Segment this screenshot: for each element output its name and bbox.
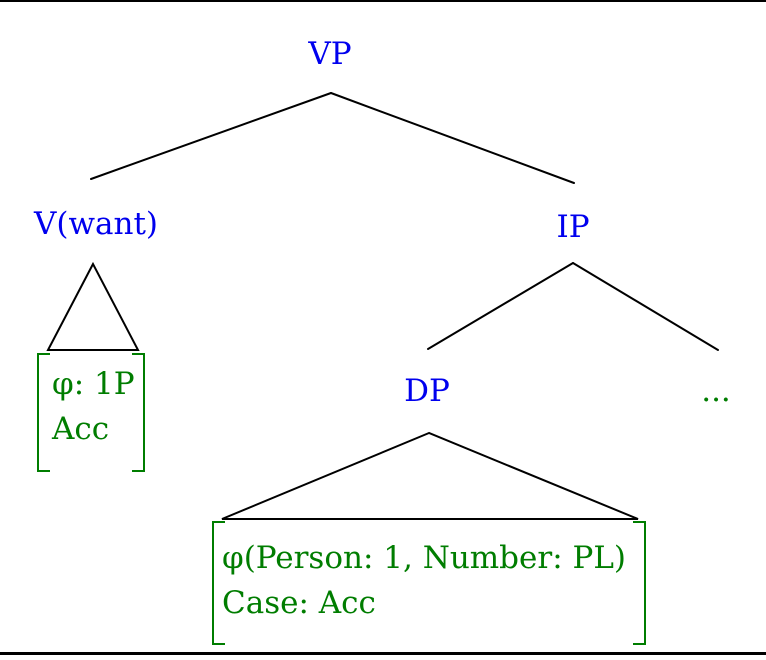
triangle-under-dp bbox=[221, 431, 639, 520]
triangle-under-v bbox=[46, 261, 140, 351]
feature-line-case: Acc bbox=[52, 411, 110, 447]
branch-ip-to-dp bbox=[427, 262, 574, 350]
node-ellipsis-label: ... bbox=[701, 373, 731, 409]
node-ip-label: IP bbox=[556, 209, 590, 245]
right-bracket bbox=[132, 353, 145, 472]
feature-line-case: Case: Acc bbox=[222, 585, 376, 621]
left-bracket bbox=[212, 521, 225, 645]
node-vp-label: VP bbox=[308, 36, 352, 72]
right-bracket bbox=[633, 521, 646, 645]
branch-ip-to-ellipsis bbox=[572, 262, 719, 351]
feature-line-phi: φ: 1P bbox=[52, 366, 135, 402]
branch-vp-to-ip bbox=[330, 92, 575, 184]
feature-box-dp: φ(Person: 1, Number: PL) Case: Acc bbox=[212, 521, 646, 645]
bottom-border-line bbox=[0, 652, 766, 655]
left-bracket bbox=[37, 353, 50, 472]
feature-line-phi: φ(Person: 1, Number: PL) bbox=[222, 540, 627, 576]
node-v-want-label: V(want) bbox=[33, 206, 159, 242]
branch-vp-to-v bbox=[90, 92, 332, 180]
feature-text-v: φ: 1P Acc bbox=[52, 362, 135, 452]
feature-text-dp: φ(Person: 1, Number: PL) Case: Acc bbox=[222, 536, 626, 626]
feature-box-v: φ: 1P Acc bbox=[37, 353, 145, 472]
node-dp-label: DP bbox=[404, 373, 450, 409]
top-border-line bbox=[0, 0, 766, 2]
